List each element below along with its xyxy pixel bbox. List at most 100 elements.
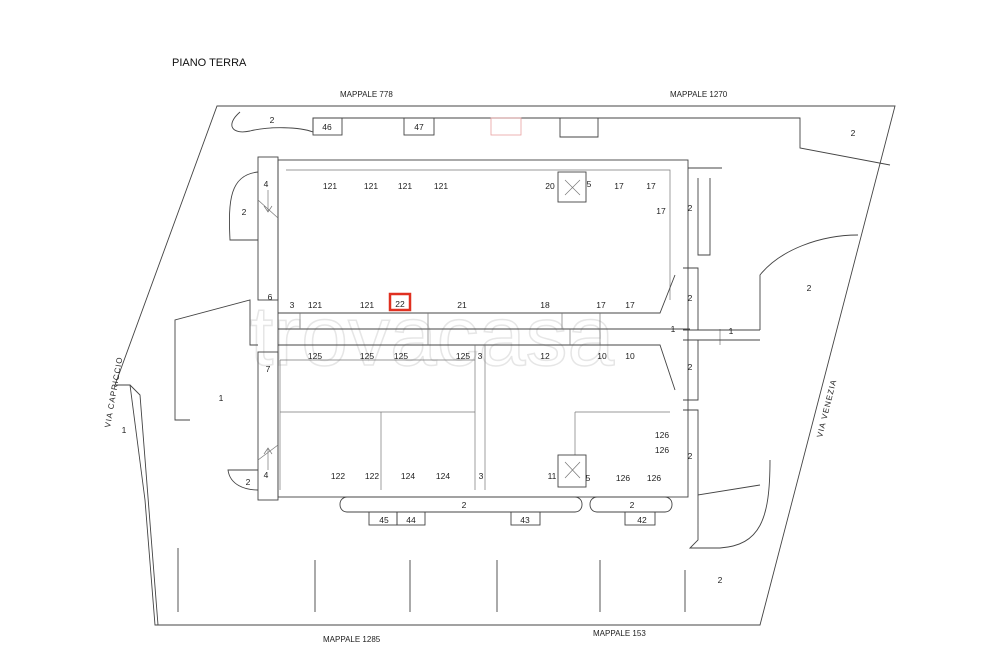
label: 2 <box>688 451 693 461</box>
page-title: PIANO TERRA <box>172 57 247 69</box>
label: 20 <box>545 181 555 191</box>
neighbor-north-right: MAPPALE 1270 <box>670 90 728 99</box>
label: 12 <box>540 351 550 361</box>
label: 121 <box>364 181 378 191</box>
label: 44 <box>406 515 416 525</box>
ramp-arrows <box>257 190 279 470</box>
label: 2 <box>270 115 275 125</box>
label: 126 <box>616 473 630 483</box>
label: 17 <box>656 206 666 216</box>
garage-42 <box>624 511 656 526</box>
label: 121 <box>360 300 374 310</box>
label: 126 <box>655 445 669 455</box>
label: 10 <box>597 351 607 361</box>
watermark: trovacasa <box>250 289 614 383</box>
label: 45 <box>379 515 389 525</box>
label: 42 <box>637 515 647 525</box>
west-plot <box>174 299 258 421</box>
label: 2 <box>246 477 251 487</box>
label: 126 <box>647 473 661 483</box>
label: 46 <box>322 122 332 132</box>
garage-46 <box>312 117 343 136</box>
label: 3 <box>478 351 483 361</box>
label: 7 <box>266 364 271 374</box>
street-east: VIA VENEZIA <box>815 378 838 438</box>
label: 2 <box>688 203 693 213</box>
parking-dividers <box>177 548 686 612</box>
garage-44 <box>396 511 426 526</box>
label: 125 <box>456 351 470 361</box>
label: 2 <box>688 293 693 303</box>
south-rooms <box>279 359 475 490</box>
corridor <box>278 274 690 391</box>
south-strip <box>339 496 583 513</box>
label: 122 <box>331 471 345 481</box>
label: 10 <box>625 351 635 361</box>
neighbor-south-left: MAPPALE 1285 <box>323 635 381 644</box>
street-west: VIA CAPRICCIO <box>103 356 124 429</box>
label: 2 <box>688 362 693 372</box>
label: 11 <box>548 471 557 481</box>
label: 4 <box>264 179 269 189</box>
highlighted-unit[interactable] <box>388 292 412 312</box>
east-annex <box>683 167 761 496</box>
label: 5 <box>586 473 591 483</box>
site-boundary <box>114 105 896 626</box>
label: 124 <box>401 471 415 481</box>
stair-south-x <box>564 461 581 479</box>
label: 1 <box>671 324 676 334</box>
label: 124 <box>436 471 450 481</box>
label: 1 <box>219 393 224 403</box>
label: 126 <box>655 430 669 440</box>
south-east-curve <box>688 459 771 549</box>
stair-north-x <box>564 179 581 196</box>
stair-south <box>557 454 587 488</box>
label: 2 <box>462 500 467 510</box>
garage-47 <box>403 117 435 136</box>
label: 121 <box>398 181 412 191</box>
label: 121 <box>308 300 322 310</box>
label: 1 <box>729 326 734 336</box>
stair-north <box>557 171 587 203</box>
label: 2 <box>630 500 635 510</box>
label: 17 <box>614 181 624 191</box>
label: 122 <box>365 471 379 481</box>
interior-walls <box>280 313 721 490</box>
label: 125 <box>394 351 408 361</box>
label: 17 <box>646 181 656 191</box>
label: 125 <box>360 351 374 361</box>
north-curb <box>231 111 891 166</box>
unit-labels: 2 46 47 2 4 2 121 121 121 121 20 5 17 17… <box>122 115 856 585</box>
label: 47 <box>414 122 424 132</box>
north-inner-wall <box>286 169 671 300</box>
north-west-curve <box>229 171 259 241</box>
garage-red <box>490 117 522 136</box>
garage-43 <box>510 511 541 526</box>
label: 2 <box>242 207 247 217</box>
label: 121 <box>434 181 448 191</box>
label: 18 <box>540 300 550 310</box>
label: 2 <box>807 283 812 293</box>
label: 21 <box>457 300 467 310</box>
east-curve <box>759 234 859 330</box>
label: 4 <box>264 470 269 480</box>
label: 3 <box>479 471 484 481</box>
neighbor-south-right: MAPPALE 153 <box>593 629 646 638</box>
south-west-curve <box>227 469 259 491</box>
label: 5 <box>587 179 592 189</box>
label: 17 <box>596 300 606 310</box>
label: 2 <box>718 575 723 585</box>
label: 3 <box>290 300 295 310</box>
ramp-north <box>257 156 279 301</box>
via-capriccio-strip <box>129 384 159 626</box>
label: 121 <box>323 181 337 191</box>
label: 17 <box>625 300 635 310</box>
ramp-south <box>257 351 279 501</box>
label: 1 <box>122 425 127 435</box>
label: 2 <box>851 128 856 138</box>
label: 6 <box>268 292 273 302</box>
highlighted-unit-label: 22 <box>395 299 405 309</box>
neighbor-north-left: MAPPALE 778 <box>340 90 393 99</box>
